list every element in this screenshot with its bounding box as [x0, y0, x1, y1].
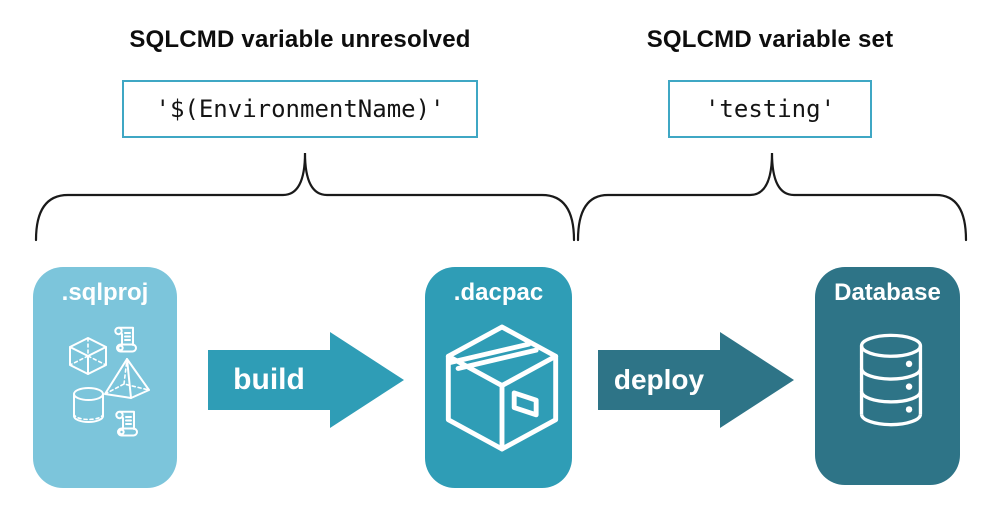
- stage-database-label: Database: [834, 279, 941, 306]
- script-icon: [115, 410, 138, 437]
- stage-database: Database: [815, 267, 960, 485]
- script-icon: [114, 326, 137, 353]
- sqlcmd-variable-set-value: 'testing': [704, 95, 836, 123]
- sqlcmd-variable-unresolved-value: '$(EnvironmentName)': [155, 95, 445, 123]
- sql-objects-icon: [69, 326, 150, 437]
- left-brace: [34, 152, 576, 242]
- code-box-testing: 'testing': [668, 80, 872, 138]
- stage-sqlproj-label: .sqlproj: [61, 279, 149, 306]
- package-icon: [445, 324, 559, 452]
- database-icon: [859, 333, 923, 427]
- deploy-arrow: [598, 332, 794, 428]
- right-brace: [576, 152, 968, 242]
- stage-dacpac: .dacpac: [425, 267, 572, 488]
- build-arrow: [208, 332, 404, 428]
- stage-dacpac-label: .dacpac: [453, 279, 544, 306]
- cylinder-icon: [73, 387, 104, 423]
- pyramid-icon: [104, 358, 150, 399]
- brace-group: [34, 152, 968, 242]
- deploy-arrow-label: deploy: [613, 364, 705, 395]
- heading-sqlcmd-unresolved: SQLCMD variable unresolved: [129, 26, 471, 53]
- code-box-environment-name: '$(EnvironmentName)': [122, 80, 478, 138]
- stage-sqlproj: .sqlproj: [33, 267, 177, 488]
- build-arrow-label: build: [233, 363, 305, 396]
- heading-sqlcmd-set: SQLCMD variable set: [646, 26, 894, 53]
- cube-icon: [69, 337, 107, 375]
